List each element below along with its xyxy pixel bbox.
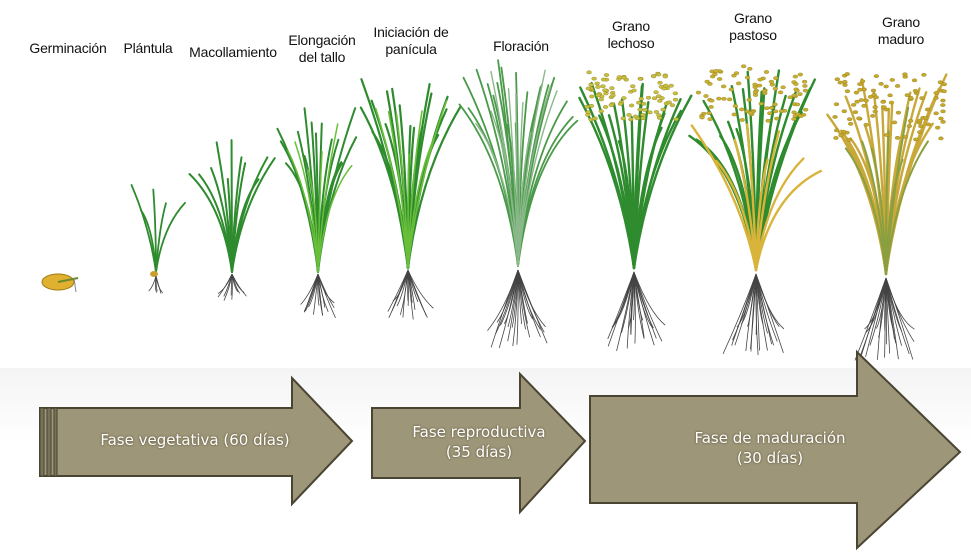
stage-label-grano-pastoso: Granopastoso: [718, 10, 788, 44]
stage-label-elongacion: Elongacióndel tallo: [282, 32, 362, 66]
phase-label-maduracion: Fase de maduración(30 días): [680, 428, 860, 468]
stage-label-floracion: Floración: [486, 38, 556, 55]
stage-label-macollamiento: Macollamiento: [184, 44, 282, 61]
stage-label-plantula: Plántula: [116, 40, 180, 57]
stage-label-grano-maduro: Granomaduro: [866, 14, 936, 48]
stage-label-germinacion: Germinación: [28, 40, 108, 57]
stage-label-grano-lechoso: Granolechoso: [596, 18, 666, 52]
stage-label-iniciacion: Iniciación depanícula: [366, 24, 456, 58]
phase-label-vegetativa: Fase vegetativa (60 días): [80, 430, 310, 450]
phase-label-reproductiva: Fase reproductiva(35 días): [404, 422, 554, 462]
